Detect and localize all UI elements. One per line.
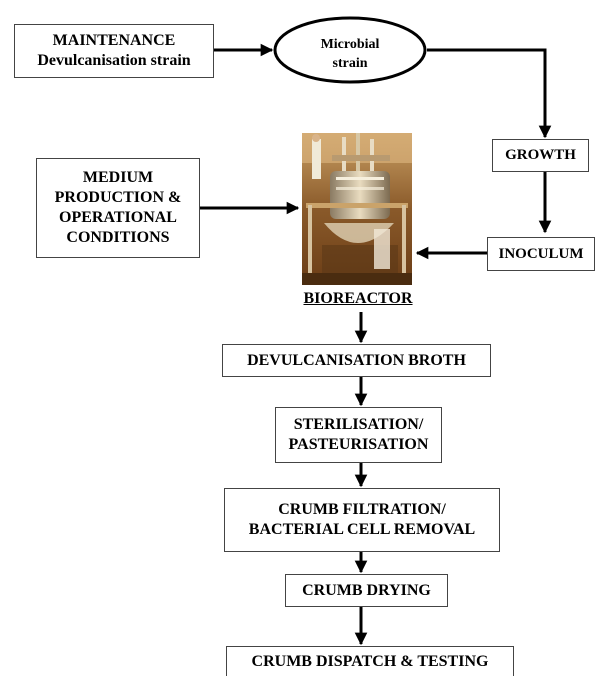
crumb-drying-box: CRUMB DRYING [285, 574, 448, 607]
bioreactor-photo [302, 133, 412, 285]
crumb-dispatch-label: CRUMB DISPATCH & TESTING [251, 652, 489, 670]
arrow-strain-to-growth [427, 48, 552, 139]
crumb-filtration-line-1: CRUMB FILTRATION/ [278, 501, 446, 518]
microbial-strain-ellipse [273, 16, 427, 84]
crumb-drying-label: CRUMB DRYING [302, 581, 431, 599]
crumb-filtration-line-2: BACTERIAL CELL REMOVAL [248, 521, 476, 538]
devulcanisation-broth-label: DEVULCANISATION BROTH [247, 351, 466, 369]
medium-line-1: MEDIUM [82, 169, 154, 186]
sterilisation-line-1: STERILISATION/ [293, 416, 424, 433]
crumb-dispatch-box: CRUMB DISPATCH & TESTING [226, 646, 514, 676]
sterilisation-line-2: PASTEURISATION [288, 436, 429, 453]
growth-box: GROWTH [492, 139, 589, 172]
microbial-strain-label: Microbial strain [276, 36, 424, 74]
maintenance-box: MAINTENANCE Devulcanisation strain [14, 24, 214, 78]
crumb-filtration-box: CRUMB FILTRATION/ BACTERIAL CELL REMOVAL [224, 488, 500, 552]
medium-line-3: OPERATIONAL [59, 209, 177, 226]
bioreactor-label: BIOREACTOR [303, 290, 413, 307]
growth-label: GROWTH [505, 147, 576, 164]
medium-box: MEDIUM PRODUCTION & OPERATIONAL CONDITIO… [36, 158, 200, 258]
inoculum-label: INOCULUM [498, 245, 584, 262]
maintenance-line-2: Devulcanisation strain [37, 52, 191, 69]
medium-line-4: CONDITIONS [66, 229, 170, 246]
medium-line-2: PRODUCTION & [54, 189, 182, 206]
sterilisation-box: STERILISATION/ PASTEURISATION [275, 407, 442, 463]
maintenance-line-1: MAINTENANCE [52, 32, 176, 49]
microbial-strain-line-2: strain [332, 55, 368, 71]
microbial-strain-line-1: Microbial [320, 37, 380, 52]
inoculum-box: INOCULUM [487, 237, 595, 271]
devulcanisation-broth-box: DEVULCANISATION BROTH [222, 344, 491, 377]
